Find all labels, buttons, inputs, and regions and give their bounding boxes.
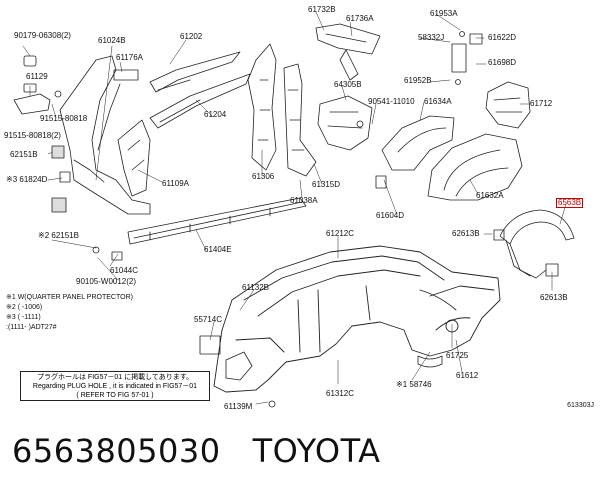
highlighted-part-label[interactable]: 6563B: [556, 198, 584, 208]
quarter-inner-panel: [317, 95, 373, 151]
part-label: 61732B: [308, 5, 336, 14]
diagram-drawing: [13, 11, 575, 408]
package-tray-side: [485, 81, 531, 129]
part-label: 61312C: [326, 389, 355, 398]
part-label: ※2 62151B: [38, 231, 79, 240]
part-label: 58332J: [418, 33, 445, 42]
part-label: 61634A: [424, 97, 452, 106]
part-label: 61306: [252, 172, 275, 181]
part-label: 55714C: [194, 315, 223, 324]
part-label: 61698D: [488, 58, 517, 67]
part-label: 61404E: [204, 245, 232, 254]
part-label: 61736A: [346, 14, 374, 23]
part-label: 61204: [204, 110, 227, 119]
brand-name: TOYOTA: [252, 432, 381, 470]
quarter-inner-upper: [315, 23, 381, 81]
plug-note-japanese: プラグホールは FIG57－01 に掲載してあります。: [36, 374, 193, 381]
wheel-house-outer: [427, 133, 523, 201]
part-number: 6563805030: [12, 432, 221, 470]
parts-diagram: 90179-06308(2) 61129 91515-80818 91515-8…: [4, 5, 594, 411]
part-label: 62151B: [10, 150, 38, 159]
part-label: 61612: [456, 371, 479, 380]
part-label: 61712: [530, 99, 553, 108]
part-label: 64305B: [334, 80, 362, 89]
part-label: 91515-80818(2): [4, 131, 61, 140]
front-pillar-assembly: [59, 55, 151, 215]
part-label: 90179-06308(2): [14, 31, 71, 40]
diagram-reference-code: 613303J: [567, 402, 594, 409]
plug-note-reference: ( REFER TO FIG 57-01 ): [76, 392, 154, 399]
part-label: 61139M: [224, 402, 253, 411]
part-label: 61725: [446, 351, 469, 360]
plug-note-english: Regarding PLUG HOLE , it is indicated in…: [32, 383, 198, 390]
wheel-house-inner: [381, 115, 455, 171]
quarter-panel-protector: [417, 355, 443, 368]
part-label: 61604D: [376, 211, 405, 220]
footnote: ※2 ( -1006): [6, 304, 43, 311]
part-label: 61024B: [98, 36, 126, 45]
part-label: 62613B: [452, 229, 480, 238]
footnote: :(1111- )ADT27#: [6, 324, 57, 331]
leader-lines: [22, 11, 567, 405]
product-caption: 6563805030 TOYOTA: [12, 432, 381, 470]
part-label: ※1 58746: [396, 380, 432, 389]
hardware-parts: [13, 31, 559, 408]
center-pillar: [247, 43, 317, 177]
part-label: 61632A: [476, 191, 504, 200]
part-label: ※3 61824D: [6, 175, 48, 184]
part-label: 91515-80818: [40, 114, 88, 123]
part-label: 61202: [180, 32, 203, 41]
part-label: 61622D: [488, 33, 517, 42]
mudguard-liner: [499, 209, 575, 279]
part-label: 61044C: [110, 266, 139, 275]
rocker-panel: [127, 197, 307, 245]
part-label: 61953A: [430, 9, 458, 18]
part-label: 61212C: [326, 229, 355, 238]
part-label: 61132B: [242, 283, 269, 292]
part-label: 90541-11010: [368, 97, 415, 106]
part-label: 90105-W0012(2): [76, 277, 137, 286]
part-label: 61952B: [404, 76, 432, 85]
roof-rail-outer: [149, 73, 251, 129]
part-label: 61038A: [290, 196, 318, 205]
part-label: 61315D: [312, 180, 341, 189]
part-label: 61176A: [116, 53, 143, 62]
roof-rail-inner: [149, 51, 241, 93]
part-label: 62613B: [540, 293, 568, 302]
front-pillar-lower-bracket: [225, 351, 253, 381]
footnote: ※1 W(QUARTER PANEL PROTECTOR): [6, 294, 133, 301]
body-side-outer-panel: [213, 245, 501, 393]
plug-hole-note-box: プラグホールは FIG57－01 に掲載してあります。 Regarding PL…: [20, 371, 210, 401]
part-label: 61129: [26, 72, 48, 81]
footnote: ※3 ( -1111): [6, 314, 41, 321]
part-label: 61109A: [162, 179, 189, 188]
footnotes: ※1 W(QUARTER PANEL PROTECTOR) ※2 ( -1006…: [6, 293, 133, 333]
